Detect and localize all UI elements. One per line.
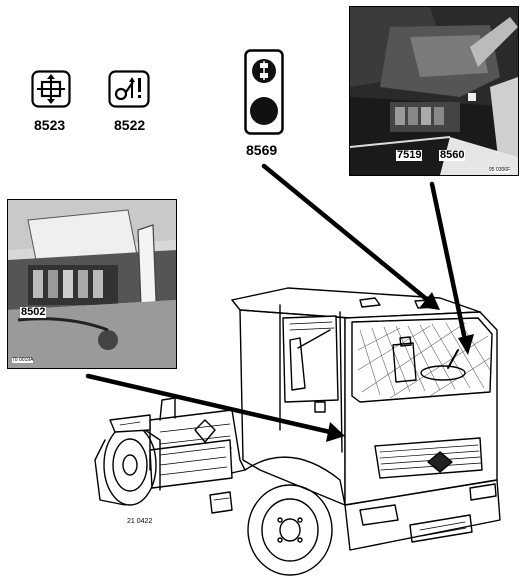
photo-label-7519: 7519: [396, 149, 423, 161]
photo-label-8502: 8502: [20, 306, 47, 318]
drawing-ref: 21 0422: [127, 518, 153, 525]
icon-label-8522: 8522: [114, 117, 146, 133]
photo-fuse-area-top: 7519 8560 95 0306F: [349, 6, 519, 176]
warning-lamp-icon: [244, 49, 284, 135]
photo-ref-top: 95 0306F: [489, 167, 511, 173]
cab-tilt-icon: [31, 70, 71, 108]
photo-label-8560: 8560: [439, 149, 466, 161]
tilt-warning-icon: [108, 70, 150, 108]
icon-label-8523: 8523: [34, 117, 66, 133]
photo-ref-left: 70 0019A: [12, 357, 34, 363]
photo-fuse-area-left: 8502 70 0019A: [7, 199, 177, 369]
lamp-label-8569: 8569: [246, 142, 278, 158]
